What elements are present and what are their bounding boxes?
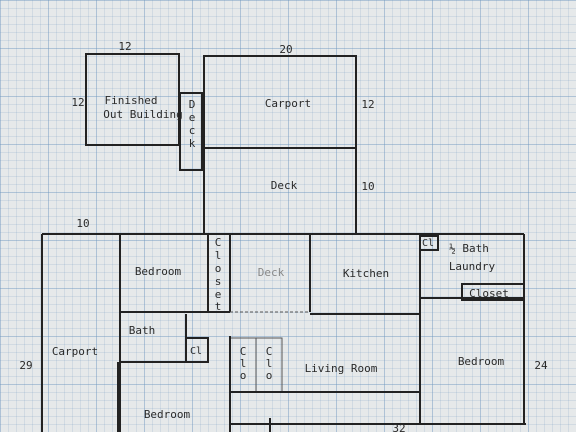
clo-1-c: o [240, 369, 247, 382]
dim-carport-height: 12 [361, 98, 374, 111]
carport-top-label: Carport [265, 97, 311, 110]
closet-v-5: e [215, 288, 222, 301]
small-deck-outline [179, 92, 203, 171]
deck-mid-label: Deck [271, 179, 298, 192]
clo-1-b: l [240, 357, 247, 370]
clo-1-a: C [240, 345, 247, 358]
outbuilding-label-2: Out Building [103, 108, 182, 121]
clo-2-b: l [266, 357, 273, 370]
cl-bath-label: Cl [190, 346, 202, 357]
closet-v-2: l [215, 249, 222, 262]
closet-v-3: o [215, 262, 222, 275]
deck-small-label-1: D [189, 98, 196, 111]
closet-right-label: Closet [469, 287, 509, 300]
bedroom-top-left-label: Bedroom [135, 265, 182, 278]
closet-right-outline [461, 283, 525, 301]
deck-small-label-2: e [189, 111, 196, 124]
dim-house-bottom: 32 [392, 422, 405, 432]
living-room-label: Living Room [305, 362, 378, 375]
clo-2-c: o [266, 369, 273, 382]
deck-small-label-3: c [189, 124, 196, 137]
dim-house-left: 29 [19, 359, 32, 372]
dim-house-right: 24 [534, 359, 548, 372]
bedroom-right-label: Bedroom [458, 355, 505, 368]
closet-v-1: C [215, 236, 222, 249]
kitchen-label: Kitchen [343, 267, 389, 280]
deck-inner-label: Deck [258, 266, 285, 279]
clo-2-a: C [266, 345, 273, 358]
outbuilding-label-1: Finished [105, 94, 158, 107]
dim-outbuilding-width: 12 [118, 40, 131, 53]
closet-v-6: t [215, 300, 222, 313]
closet-v-4: s [215, 275, 222, 288]
deck-small-label-4: k [189, 137, 196, 150]
bath-label: Bath [129, 324, 156, 337]
bedroom-bottom-label: Bedroom [144, 408, 191, 421]
cl-kitchen-label: Cl [422, 238, 434, 249]
cl-kitchen-outline [419, 235, 439, 251]
half-bath-label: ½ Bath [449, 242, 489, 255]
dim-deck-height: 10 [361, 180, 374, 193]
carport-left-label: Carport [52, 345, 98, 358]
laundry-label: Laundry [449, 260, 496, 273]
dim-house-top-left: 10 [76, 217, 89, 230]
dim-carport-width: 20 [279, 43, 292, 56]
cl-bath-outline [185, 337, 209, 363]
dim-outbuilding-height: 12 [71, 96, 84, 109]
